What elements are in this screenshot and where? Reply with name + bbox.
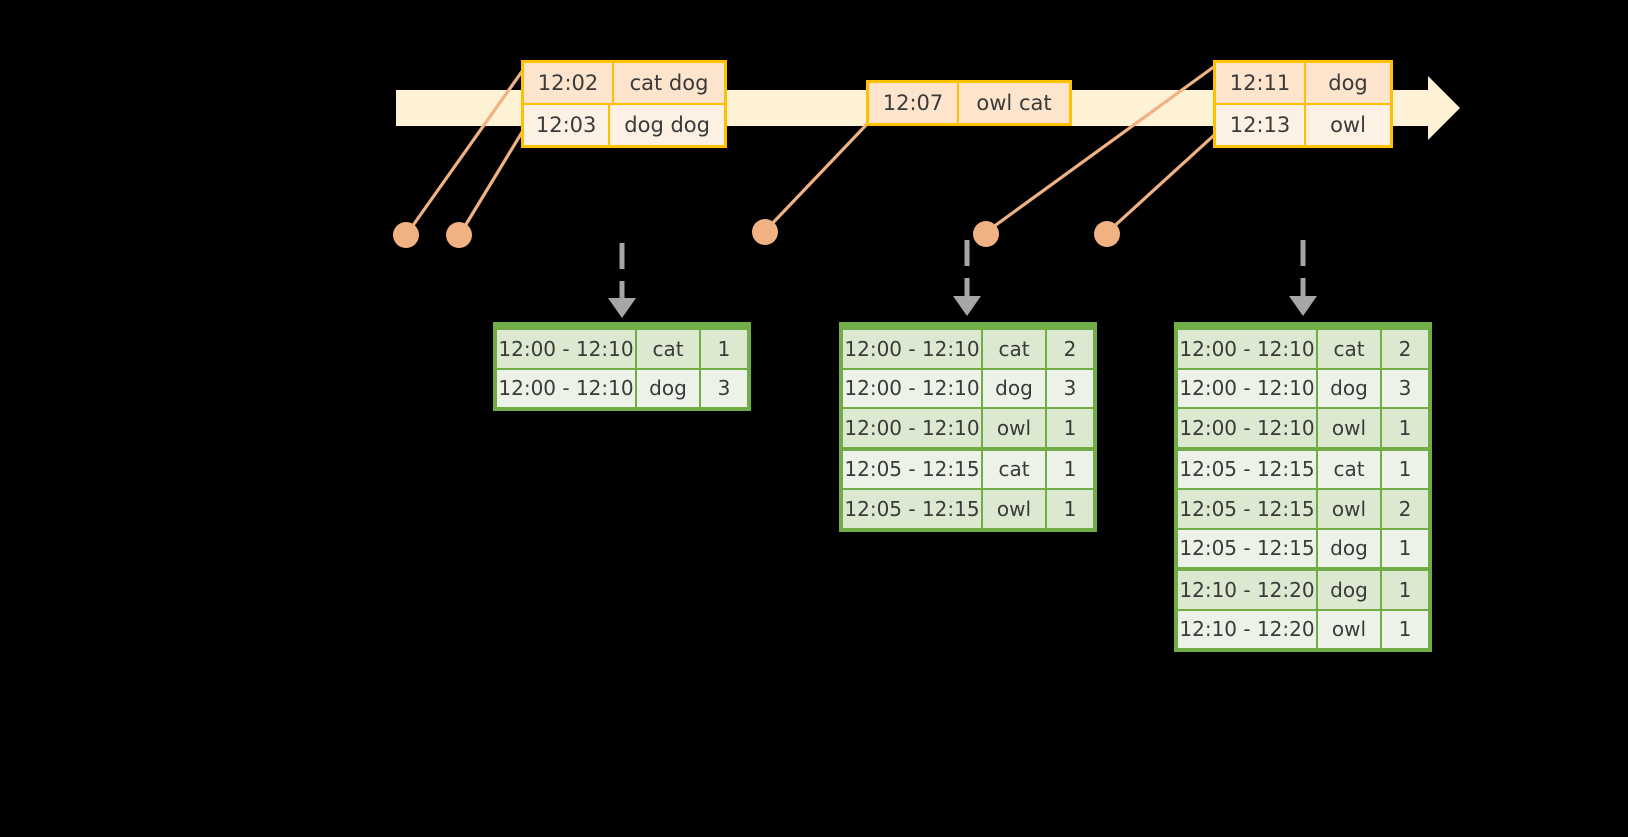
key-cell: cat bbox=[983, 450, 1047, 488]
key-cell: dog bbox=[983, 369, 1047, 407]
table-row[interactable]: 12:00 - 12:10 owl 1 bbox=[843, 407, 1093, 447]
count-cell: 1 bbox=[1047, 490, 1093, 528]
window-cell: 12:00 - 12:10 bbox=[1178, 330, 1318, 368]
down-arrow-3 bbox=[1289, 240, 1317, 316]
connector-dot-2 bbox=[446, 222, 472, 248]
connector-dot-4 bbox=[973, 221, 999, 247]
table-row[interactable]: 12:05 - 12:15 owl 1 bbox=[843, 488, 1093, 528]
key-cell: dog bbox=[1318, 369, 1382, 407]
result-table-1[interactable]: 12:00 - 12:10 cat 1 12:00 - 12:10 dog 3 bbox=[493, 322, 751, 411]
count-cell: 3 bbox=[1382, 369, 1428, 407]
event-time: 12:07 bbox=[869, 83, 959, 123]
table-row[interactable]: 12:00 - 12:10 dog 3 bbox=[843, 367, 1093, 407]
key-cell: cat bbox=[637, 330, 701, 368]
window-cell: 12:00 - 12:10 bbox=[497, 330, 637, 368]
table-row[interactable]: 12:00 - 12:10 dog 3 bbox=[497, 367, 747, 407]
table-row[interactable]: 12:00 - 12:10 cat 2 bbox=[1178, 326, 1428, 368]
count-cell: 1 bbox=[1047, 409, 1093, 447]
connector-dot-1 bbox=[393, 222, 419, 248]
count-cell: 3 bbox=[701, 369, 747, 407]
table-row[interactable]: 12:05 - 12:15 cat 1 bbox=[843, 446, 1093, 488]
down-arrow-2 bbox=[953, 240, 981, 316]
key-cell: owl bbox=[983, 490, 1047, 528]
event-group-3[interactable]: 12:11 dog 12:13 owl bbox=[1213, 60, 1393, 148]
window-cell: 12:00 - 12:10 bbox=[843, 369, 983, 407]
key-cell: owl bbox=[1318, 409, 1382, 447]
table-row[interactable]: 12:00 - 12:10 cat 1 bbox=[497, 326, 747, 368]
count-cell: 1 bbox=[1382, 529, 1428, 567]
window-cell: 12:00 - 12:10 bbox=[1178, 409, 1318, 447]
connector-dot-3 bbox=[752, 219, 778, 245]
event-row[interactable]: 12:13 owl bbox=[1216, 103, 1390, 145]
event-row[interactable]: 12:11 dog bbox=[1216, 63, 1390, 103]
table-row[interactable]: 12:10 - 12:20 owl 1 bbox=[1178, 608, 1428, 648]
table-row[interactable]: 12:00 - 12:10 cat 2 bbox=[843, 326, 1093, 368]
event-time: 12:03 bbox=[524, 105, 611, 145]
event-text: owl cat bbox=[959, 83, 1069, 123]
window-cell: 12:00 - 12:10 bbox=[843, 409, 983, 447]
window-cell: 12:10 - 12:20 bbox=[1178, 610, 1318, 648]
count-cell: 1 bbox=[1382, 409, 1428, 447]
key-cell: cat bbox=[1318, 330, 1382, 368]
event-time: 12:13 bbox=[1216, 105, 1306, 145]
count-cell: 1 bbox=[1382, 610, 1428, 648]
key-cell: dog bbox=[637, 369, 701, 407]
count-cell: 2 bbox=[1047, 330, 1093, 368]
count-cell: 3 bbox=[1047, 369, 1093, 407]
table-row[interactable]: 12:00 - 12:10 dog 3 bbox=[1178, 367, 1428, 407]
connector-dots bbox=[393, 219, 1120, 248]
table-row[interactable]: 12:05 - 12:15 cat 1 bbox=[1178, 446, 1428, 488]
key-cell: owl bbox=[1318, 490, 1382, 528]
count-cell: 2 bbox=[1382, 330, 1428, 368]
window-cell: 12:05 - 12:15 bbox=[1178, 529, 1318, 567]
table-row[interactable]: 12:00 - 12:10 owl 1 bbox=[1178, 407, 1428, 447]
event-time: 12:11 bbox=[1216, 63, 1306, 103]
key-cell: dog bbox=[1318, 571, 1382, 609]
down-arrow-1 bbox=[608, 243, 636, 318]
event-row[interactable]: 12:03 dog dog bbox=[524, 103, 724, 145]
event-group-2[interactable]: 12:07 owl cat bbox=[866, 80, 1072, 126]
result-table-3[interactable]: 12:00 - 12:10 cat 2 12:00 - 12:10 dog 3 … bbox=[1174, 322, 1432, 652]
count-cell: 2 bbox=[1382, 490, 1428, 528]
window-cell: 12:05 - 12:15 bbox=[1178, 450, 1318, 488]
window-cell: 12:00 - 12:10 bbox=[843, 330, 983, 368]
count-cell: 1 bbox=[1382, 571, 1428, 609]
window-cell: 12:05 - 12:15 bbox=[843, 490, 983, 528]
window-cell: 12:00 - 12:10 bbox=[1178, 369, 1318, 407]
window-cell: 12:10 - 12:20 bbox=[1178, 571, 1318, 609]
event-group-1[interactable]: 12:02 cat dog 12:03 dog dog bbox=[521, 60, 727, 148]
key-cell: owl bbox=[1318, 610, 1382, 648]
result-table-2[interactable]: 12:00 - 12:10 cat 2 12:00 - 12:10 dog 3 … bbox=[839, 322, 1097, 532]
table-row[interactable]: 12:05 - 12:15 dog 1 bbox=[1178, 527, 1428, 567]
count-cell: 1 bbox=[1382, 450, 1428, 488]
table-row[interactable]: 12:05 - 12:15 owl 2 bbox=[1178, 488, 1428, 528]
event-time: 12:02 bbox=[524, 63, 614, 103]
window-cell: 12:05 - 12:15 bbox=[843, 450, 983, 488]
key-cell: dog bbox=[1318, 529, 1382, 567]
event-text: owl bbox=[1306, 105, 1390, 145]
event-row[interactable]: 12:07 owl cat bbox=[869, 83, 1069, 123]
connector-dot-5 bbox=[1094, 221, 1120, 247]
count-cell: 1 bbox=[701, 330, 747, 368]
key-cell: owl bbox=[983, 409, 1047, 447]
event-text: dog bbox=[1306, 63, 1390, 103]
down-arrows bbox=[608, 240, 1317, 318]
table-row[interactable]: 12:10 - 12:20 dog 1 bbox=[1178, 567, 1428, 609]
count-cell: 1 bbox=[1047, 450, 1093, 488]
event-text: dog dog bbox=[610, 105, 724, 145]
key-cell: cat bbox=[1318, 450, 1382, 488]
event-row[interactable]: 12:02 cat dog bbox=[524, 63, 724, 103]
key-cell: cat bbox=[983, 330, 1047, 368]
window-cell: 12:05 - 12:15 bbox=[1178, 490, 1318, 528]
window-cell: 12:00 - 12:10 bbox=[497, 369, 637, 407]
event-text: cat dog bbox=[614, 63, 724, 103]
